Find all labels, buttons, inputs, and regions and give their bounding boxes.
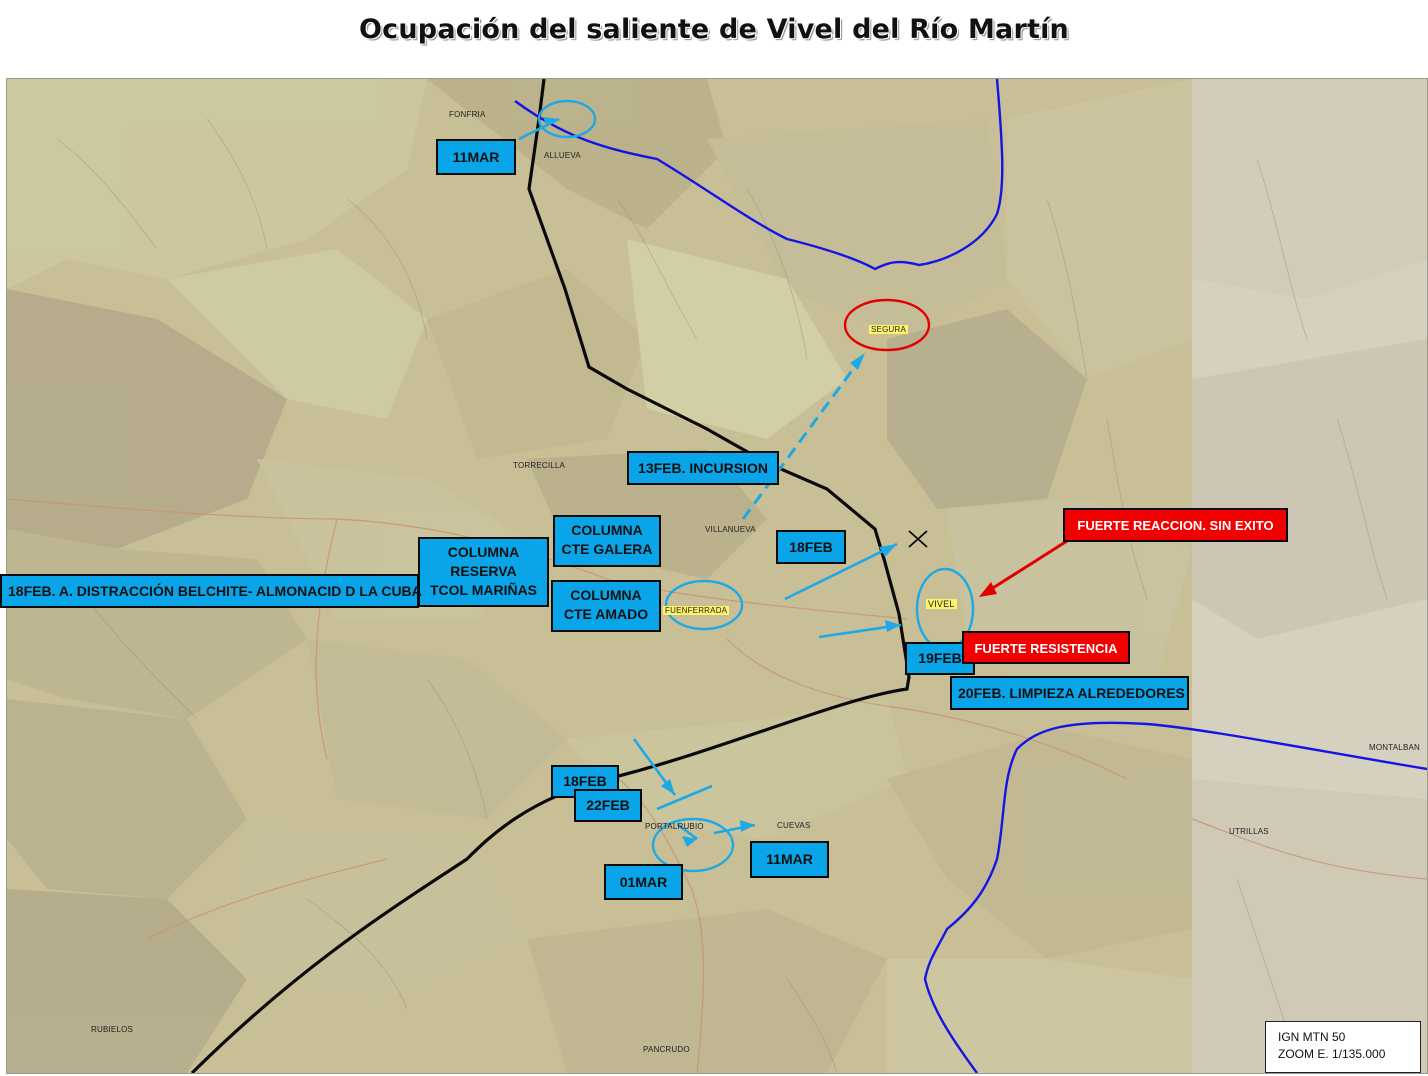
town-allueva: ALLUEVA: [544, 151, 581, 160]
town-rubielos: RUBIELOS: [91, 1025, 134, 1034]
map-canvas[interactable]: FONFRIA ALLUEVA SEGURA TORRECILLA VILLAN…: [6, 78, 1428, 1074]
town-portalrubio: PORTALRUBIO: [645, 822, 704, 831]
map-scale-legend: IGN MTN 50 ZOOM E. 1/135.000: [1265, 1021, 1421, 1073]
map-title: Ocupación del saliente de Vivel del Río …: [359, 14, 1069, 45]
town-segura: SEGURA: [869, 325, 908, 334]
label-columna-amado: COLUMNA CTE AMADO: [551, 580, 661, 632]
label-columna-galera-line1: COLUMNA: [571, 522, 643, 538]
contact-cross-icon: [908, 530, 928, 548]
label-columna-reserva: COLUMNA RESERVA TCOL MARIÑAS: [418, 537, 549, 607]
label-fuerte-reaccion: FUERTE REACCION. SIN EXITO: [1063, 508, 1288, 542]
reaction-arrow-head: [979, 582, 997, 597]
label-columna-reserva-line3: TCOL MARIÑAS: [429, 582, 538, 598]
town-montalban: MONTALBAN: [1369, 743, 1420, 752]
town-fuenferrada: FUENFERRADA: [663, 606, 730, 615]
label-fuerte-resistencia: FUERTE RESISTENCIA: [962, 631, 1130, 664]
town-cuevas: CUEVAS: [777, 821, 811, 830]
town-vivel: VIVEL: [926, 599, 957, 609]
label-20feb-limpieza: 20FEB. LIMPIEZA ALREDEDORES: [950, 676, 1189, 710]
label-18feb-distraccion: 18FEB. A. DISTRACCIÓN BELCHITE- ALMONACI…: [0, 574, 422, 608]
town-villanueva: VILLANUEVA: [705, 525, 756, 534]
label-columna-galera-line2: CTE GALERA: [561, 541, 653, 557]
town-torrecilla: TORRECILLA: [513, 461, 566, 470]
label-18feb-center: 18FEB: [776, 530, 846, 564]
label-13feb-incursion: 13FEB. INCURSION: [627, 451, 779, 485]
legend-zoom: ZOOM E. 1/135.000: [1278, 1047, 1386, 1061]
label-19feb: 19FEB: [905, 642, 975, 675]
reaction-arrow: [984, 539, 1068, 595]
label-11mar-south: 11MAR: [750, 841, 829, 878]
terrain-east-patches: [1192, 79, 1427, 1073]
town-utrillas: UTRILLAS: [1229, 827, 1269, 836]
arrow-heads: [543, 117, 901, 847]
town-fonfria: FONFRIA: [449, 110, 486, 119]
legend-source: IGN MTN 50: [1278, 1030, 1346, 1044]
label-columna-amado-line2: CTE AMADO: [563, 606, 649, 622]
segura-enemy-ring: [843, 298, 931, 352]
town-pancrudo: PANCRUDO: [643, 1045, 690, 1054]
label-columna-reserva-line1: COLUMNA: [447, 544, 520, 560]
map-graphics: [7, 79, 1427, 1073]
river: [514, 79, 1427, 1073]
label-22feb: 22FEB: [574, 789, 642, 822]
label-11mar-north: 11MAR: [436, 139, 516, 175]
label-01mar: 01MAR: [604, 864, 683, 900]
label-columna-reserva-line2: RESERVA: [450, 563, 517, 579]
label-columna-galera: COLUMNA CTE GALERA: [553, 515, 661, 567]
incursion-arrow: [741, 360, 861, 520]
label-columna-amado-line1: COLUMNA: [570, 587, 642, 603]
